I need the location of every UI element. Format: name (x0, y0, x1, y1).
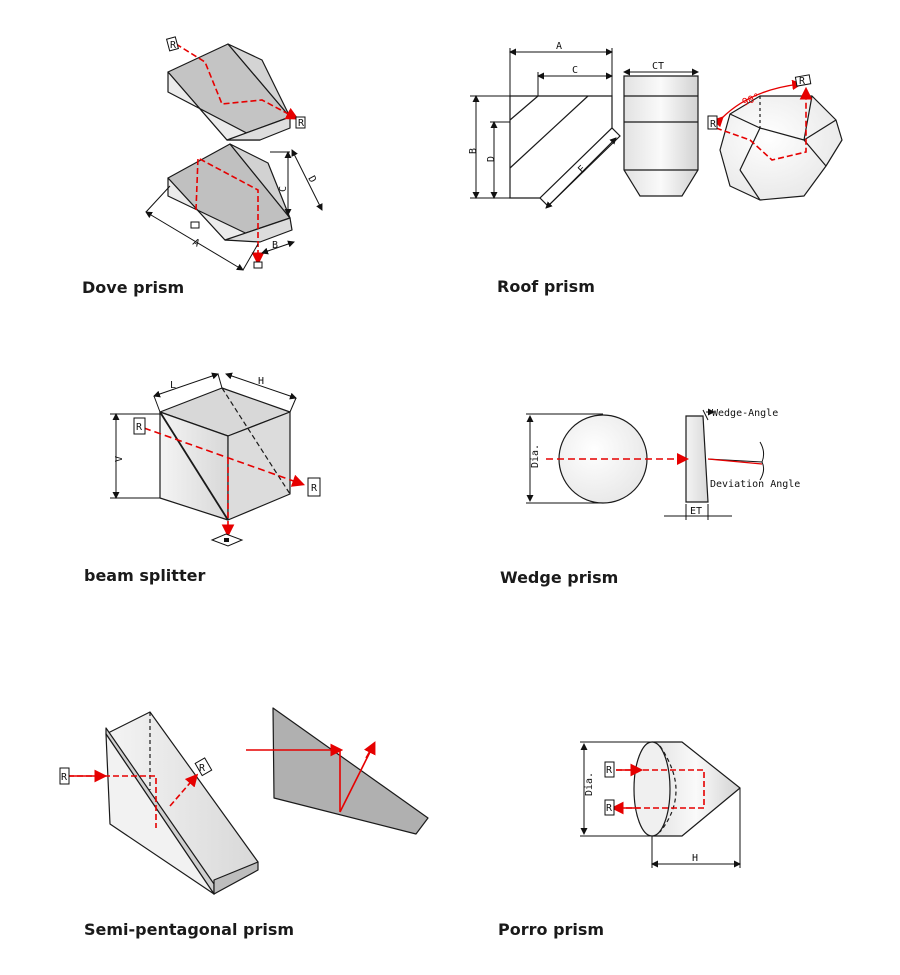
roof-dimensions (470, 48, 617, 209)
caption-roof-prism: Roof prism (497, 277, 595, 296)
wedge-dim-et: ET (690, 506, 702, 517)
dove-dim-a-line (145, 211, 244, 271)
porro-dim-h: H (692, 853, 698, 864)
dove-dim-d-line (291, 149, 323, 211)
porro-image-in (604, 761, 615, 778)
roof-image-left-label: R (710, 119, 717, 130)
beam-dim-h: H (258, 376, 264, 387)
dove-dim-b-line (261, 240, 295, 255)
semi-left-face (105, 733, 215, 895)
dove-dim-a: A (191, 237, 202, 250)
wedge-deviation-label: Deviation Angle (710, 479, 800, 490)
semi-section-shape (272, 707, 429, 835)
dove-top-image-in (165, 36, 179, 52)
dove-top-image-out-label: R (298, 118, 305, 129)
beam-splitter-cube (159, 387, 291, 521)
roof-dim-a: A (556, 41, 562, 52)
caption-semi-pentagonal-prism: Semi-pentagonal prism (84, 920, 295, 939)
semi-image-out (194, 757, 213, 777)
beam-dim-v: V (114, 456, 125, 462)
dove-top-image-in-label: R (170, 40, 177, 51)
dove-top-beam: R R (165, 36, 306, 129)
semi-section-beam (246, 741, 376, 813)
porro-prism (633, 741, 741, 837)
wedge-angle-label: Wedge-Angle (712, 408, 778, 419)
roof-image-top-label: R (799, 76, 806, 87)
porro-image-out (604, 799, 615, 816)
beam-image-in-label: R (136, 422, 143, 433)
semi-3d-beam: R R (59, 757, 213, 828)
wedge-dim-dia: Dia. (530, 444, 541, 468)
beam-dim-l: L (170, 380, 176, 391)
dove-top-base-face (226, 116, 291, 141)
dove-dim-b: B (272, 240, 278, 251)
dove-prism-top (167, 43, 291, 141)
porro-dim-dia: Dia. (584, 772, 595, 796)
beam-image-in (133, 417, 146, 435)
roof-prism-front-view (623, 75, 699, 197)
dove-bottom-image-out (253, 261, 263, 269)
beam-splitter-beam: R R (133, 417, 321, 547)
semi-pentagonal-3d (105, 711, 259, 895)
semi-pentagonal-section (272, 707, 429, 835)
roof-image-top (794, 74, 812, 87)
beam-dimensions (110, 372, 297, 499)
caption-wedge-prism: Wedge prism (500, 568, 619, 587)
wedge-side-profile (685, 415, 709, 503)
porro-image-out-label: R (606, 803, 613, 814)
dove-top-end-face (227, 43, 291, 118)
caption-beam-splitter: beam splitter (84, 566, 206, 585)
roof-dim-b: B (468, 148, 479, 154)
dove-dim-d: D (305, 174, 318, 184)
dove-dimensions (145, 149, 323, 271)
porro-dimensions (580, 741, 741, 868)
beam-image-right-label: R (311, 483, 318, 494)
roof-dim-d: D (486, 156, 497, 162)
dove-top-image-out (295, 116, 306, 129)
beam-image-right (307, 477, 321, 497)
dove-dim-c: C (278, 186, 289, 192)
wedge-beam (546, 453, 763, 465)
semi-image-in-label: R (61, 772, 68, 783)
dove-bottom-image-in (190, 221, 200, 229)
roof-dim-c: C (572, 65, 578, 76)
roof-3d-beam: R R (707, 74, 813, 161)
roof-dim-ct-label: CT (652, 61, 664, 72)
caption-dove-prism: Dove prism (82, 278, 185, 297)
semi-image-out-label: R (199, 763, 206, 774)
porro-front-face (633, 741, 671, 837)
dove-bottom-end-face (229, 143, 291, 219)
beam-right-face (227, 411, 291, 521)
porro-image-in-label: R (606, 765, 613, 776)
semi-image-in (59, 767, 70, 785)
roof-image-left (707, 115, 718, 130)
dove-prism-bottom (167, 143, 293, 243)
porro-beam: R R (604, 761, 705, 816)
roof-prism-3d (719, 95, 843, 201)
caption-porro-prism: Porro prism (498, 920, 605, 939)
